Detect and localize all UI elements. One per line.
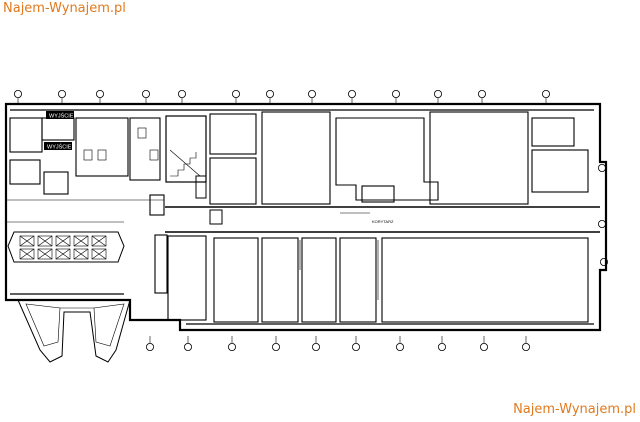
column-marker-icon	[141, 90, 150, 105]
table-grid	[19, 235, 107, 260]
column-marker-icon	[598, 163, 607, 172]
stair-icon	[169, 149, 201, 177]
corridor: KORYTARZ	[165, 206, 600, 233]
stair-core	[165, 115, 223, 225]
south-rooms	[213, 237, 589, 323]
exit-sign-label-2: WYJŚCIE	[47, 143, 72, 151]
watermark-bottom: Najem-Wynajem.pl	[513, 402, 636, 417]
column-marker-icon	[351, 336, 360, 351]
exit-signs: WYJŚCIE WYJŚCIE	[44, 111, 74, 151]
corridor-label: KORYTARZ	[372, 219, 394, 224]
column-marker-icon	[145, 336, 154, 351]
column-marker-icon	[307, 90, 316, 105]
column-marker-icon	[347, 90, 356, 105]
column-marker-icon	[522, 336, 531, 351]
column-marker-icon	[391, 90, 400, 105]
column-marker-icon	[437, 336, 446, 351]
watermark-top: Najem-Wynajem.pl	[3, 1, 126, 16]
column-marker-icon	[477, 90, 486, 105]
column-marker-icon	[58, 90, 67, 105]
entrance-canopy	[17, 299, 131, 363]
column-marker-icon	[433, 90, 442, 105]
toilet-icon	[149, 149, 159, 161]
exit-sign-icon	[44, 142, 72, 150]
toilet-fixtures	[83, 127, 159, 161]
column-marker-icon	[598, 219, 607, 228]
west-section	[6, 117, 207, 321]
column-marker-icon	[542, 90, 551, 105]
column-marker-icon	[271, 336, 280, 351]
toilet-icon	[83, 149, 93, 161]
column-marker-icon	[183, 336, 192, 351]
column-markers	[13, 90, 609, 351]
column-marker-icon	[265, 90, 274, 105]
toilet-icon	[137, 127, 147, 139]
column-marker-icon	[96, 90, 105, 105]
column-marker-icon	[231, 90, 240, 105]
column-marker-icon	[227, 336, 236, 351]
north-rooms	[209, 111, 589, 205]
exit-sign-label-1: WYJŚCIE	[49, 112, 74, 120]
lounge-area	[7, 231, 125, 263]
outer-walls	[4, 102, 608, 332]
column-marker-icon	[600, 257, 609, 266]
toilet-icon	[97, 149, 107, 161]
column-marker-icon	[479, 336, 488, 351]
column-marker-icon	[177, 90, 186, 105]
column-marker-icon	[13, 90, 22, 105]
column-marker-icon	[311, 336, 320, 351]
column-marker-icon	[395, 336, 404, 351]
exit-sign-icon	[46, 111, 74, 119]
